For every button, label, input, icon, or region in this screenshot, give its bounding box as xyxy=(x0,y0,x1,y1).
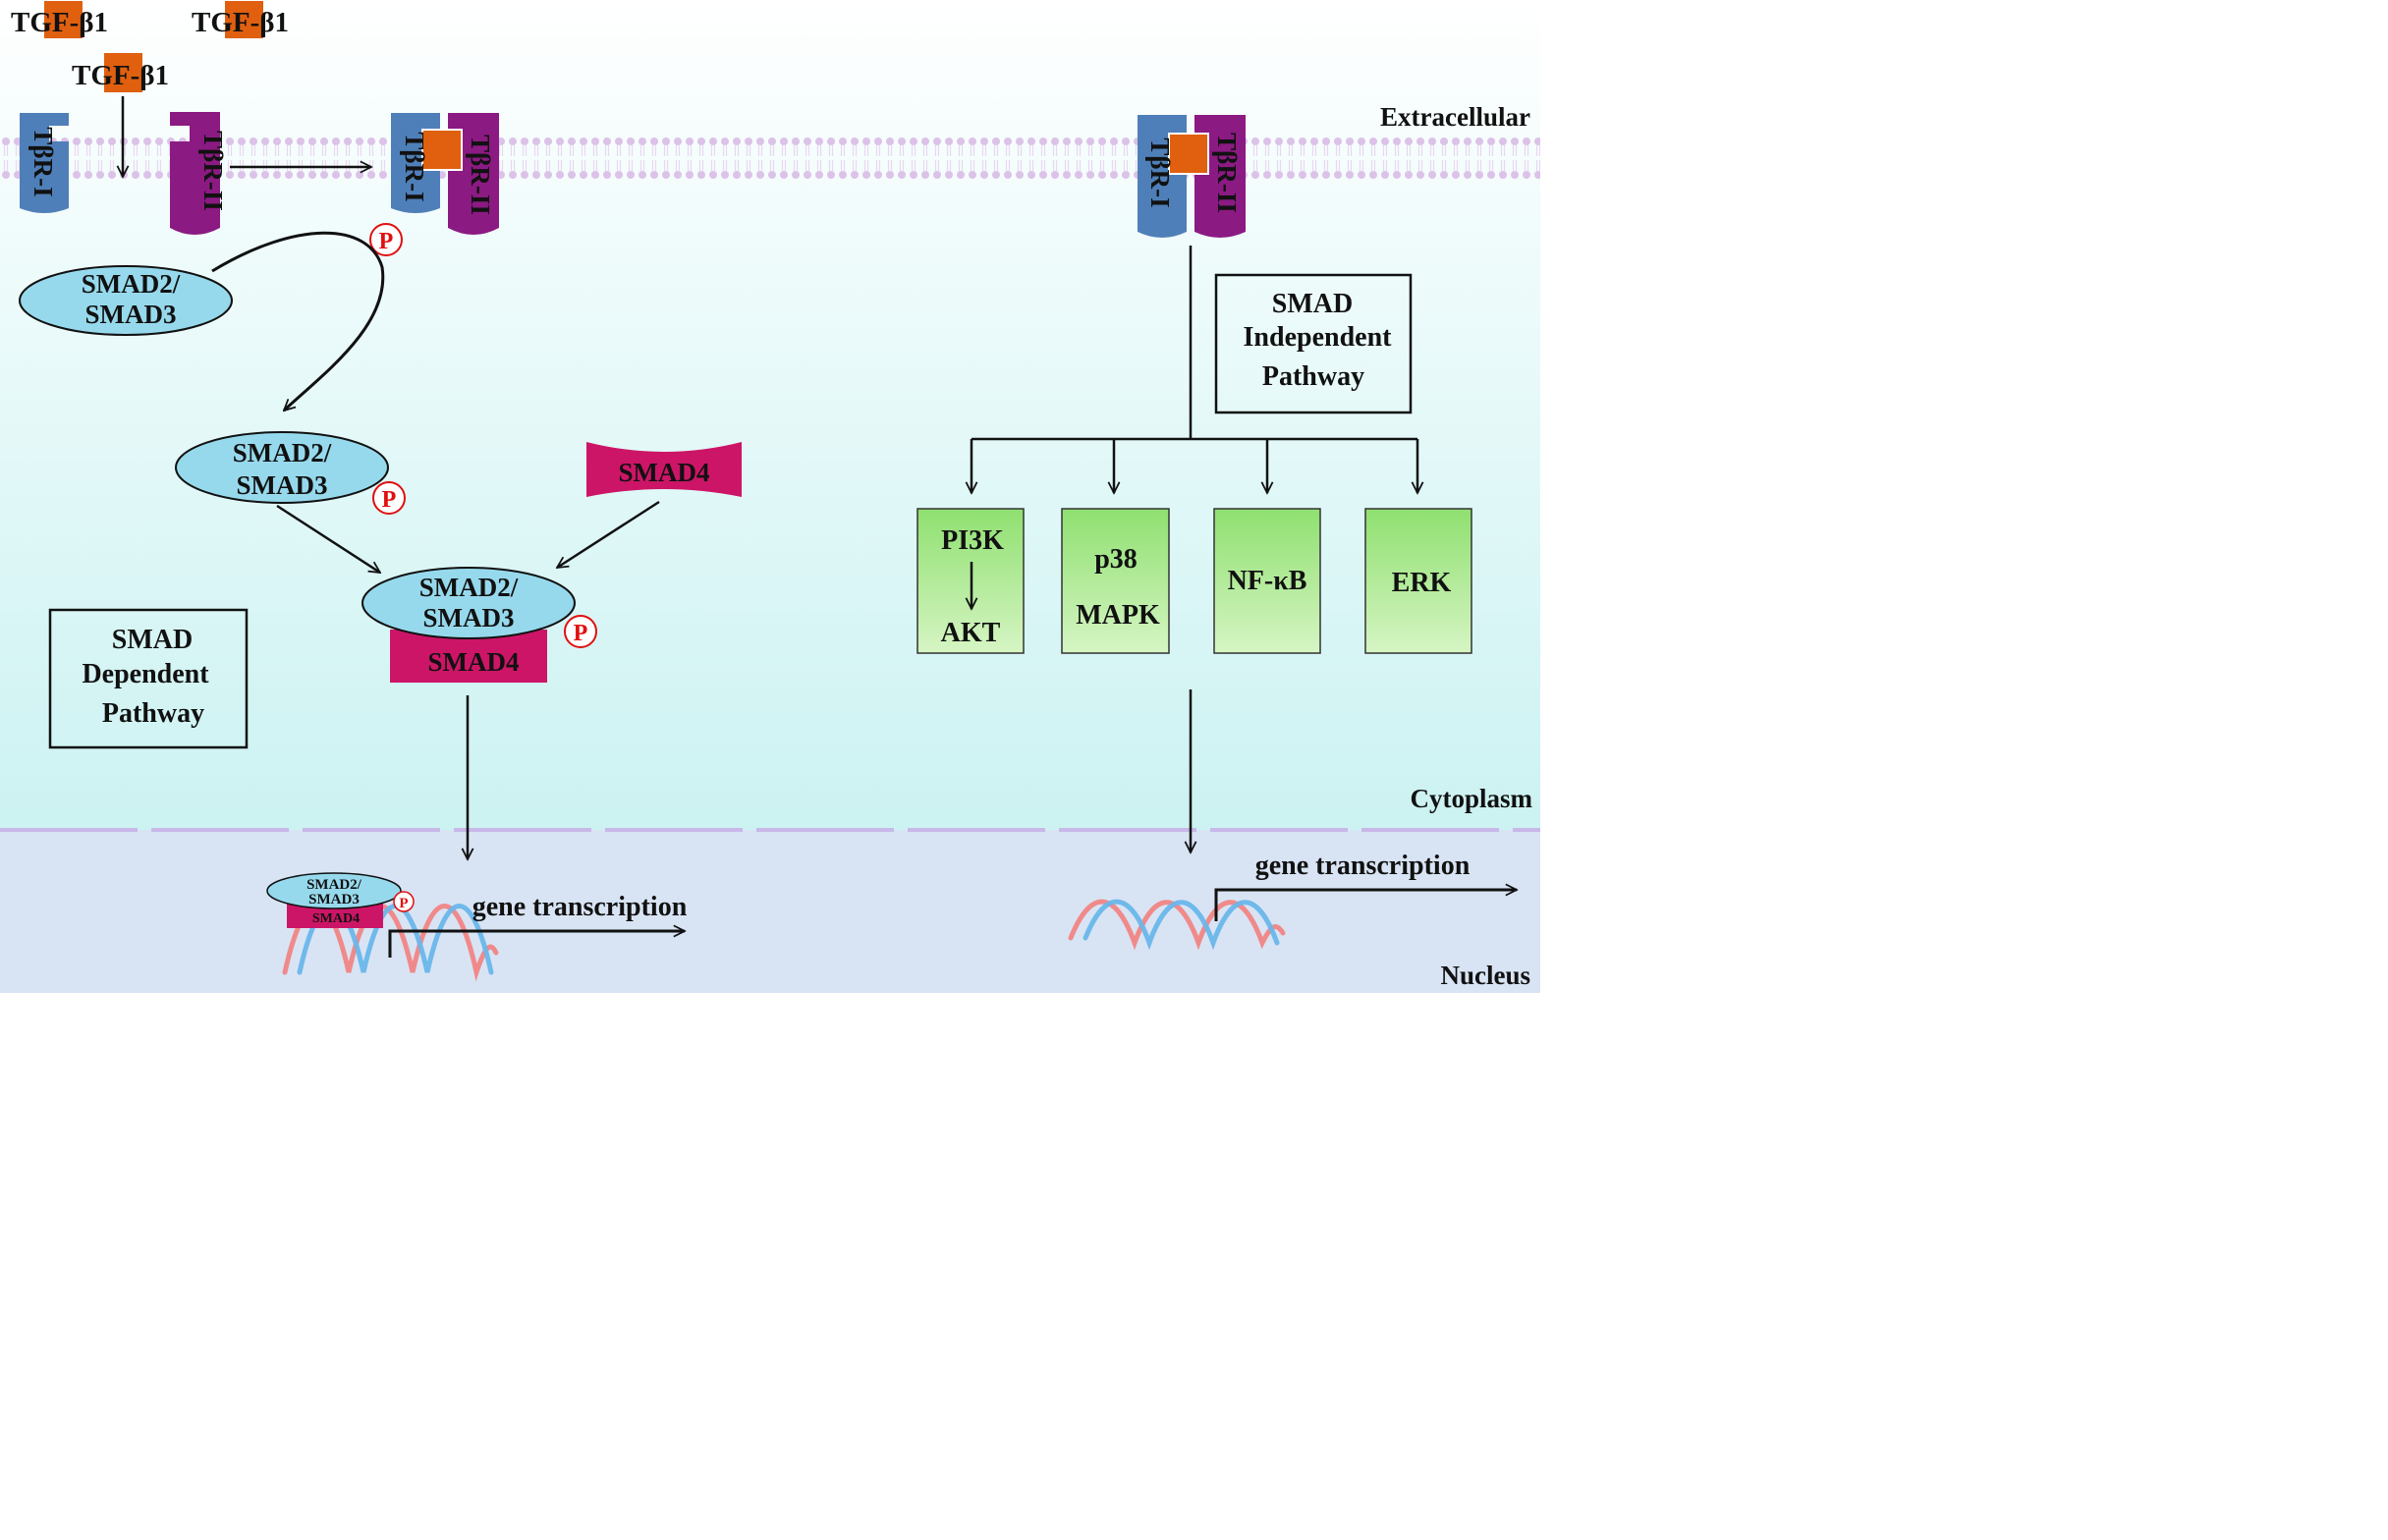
smad-dependent-pathway-box: SMAD Dependent Pathway xyxy=(48,608,249,749)
phosphate-label: P xyxy=(574,621,588,646)
dna-strand-pink xyxy=(1068,899,1286,951)
smad2-smad3-phosphorylated: SMAD2/ SMAD3 P xyxy=(175,431,406,515)
gene-transcription-label-right: gene transcription xyxy=(1255,851,1471,881)
smad4-shape xyxy=(586,442,742,497)
receptor-label: TβR-I xyxy=(28,127,58,196)
tgf-beta-signaling-diagram: Extracellular Cytoplasm Nucleus TGF-β1 T… xyxy=(0,0,1540,993)
smad23-line1: SMAD2/ xyxy=(306,877,362,893)
cytoplasm-background xyxy=(0,0,1540,830)
type1-receptor-label: TβR-I xyxy=(1145,138,1175,207)
tgf-beta1-ligand: TGF-β1 xyxy=(192,1,289,38)
ligand-label: TGF-β1 xyxy=(11,7,108,38)
effector-box xyxy=(1364,508,1472,654)
type1-receptor-unbound: TβR-I xyxy=(20,113,69,213)
pi3k-label: PI3K xyxy=(941,525,1004,556)
type2-receptor-unbound: TβR-II xyxy=(170,112,228,235)
mapk-label: MAPK xyxy=(1076,600,1160,631)
diagram-canvas: Extracellular Cytoplasm Nucleus TGF-β1 T… xyxy=(0,0,1540,993)
smad23-line1: SMAD2/ xyxy=(419,573,519,602)
smad-complex-on-dna: SMAD2/ SMAD3 SMAD4 P xyxy=(266,872,415,928)
receptor-label: TβR-II xyxy=(198,131,228,211)
erk-label: ERK xyxy=(1392,568,1452,598)
nfkb-box: NF-κB xyxy=(1213,508,1321,654)
dna-strand-blue xyxy=(1083,899,1280,951)
pi3k-akt-box: PI3K AKT xyxy=(916,508,1025,654)
smad4-label: SMAD4 xyxy=(619,458,710,487)
receptor-shape xyxy=(20,113,69,213)
transcription-arrow-right xyxy=(1214,890,1517,921)
p38-label: p38 xyxy=(1094,544,1138,575)
p38-mapk-box: p38 MAPK xyxy=(1061,508,1170,654)
nucleus-label: Nucleus xyxy=(1440,961,1530,990)
pathway-line1: SMAD xyxy=(1272,289,1353,319)
phosphate-label: P xyxy=(382,487,397,513)
nucleus-background xyxy=(0,830,1540,993)
tgf-beta1-ligand: TGF-β1 xyxy=(72,53,169,92)
nfkb-label: NF-κB xyxy=(1228,566,1307,596)
ligand-square xyxy=(104,53,142,92)
pathway-line2: Dependent xyxy=(82,659,209,689)
bound-ligand xyxy=(1168,133,1209,175)
cytoplasm-label: Cytoplasm xyxy=(1410,784,1532,813)
receptor-shape xyxy=(170,112,220,235)
extracellular-label: Extracellular xyxy=(1380,102,1530,132)
smad23-line1: SMAD2/ xyxy=(82,269,181,299)
pathway-line3: Pathway xyxy=(102,698,204,729)
pathway-box xyxy=(1214,273,1413,414)
smad4-free: SMAD4 xyxy=(586,442,742,497)
smad23-ellipse xyxy=(19,265,233,336)
smad-independent-pathway-box: SMAD Independent Pathway xyxy=(1214,273,1413,414)
ligand-label: TGF-β1 xyxy=(192,7,289,38)
effector-box xyxy=(1213,508,1321,654)
smad23-ellipse-small xyxy=(266,872,402,909)
type2-receptor-label: TβR-II xyxy=(466,135,495,215)
akt-label: AKT xyxy=(941,618,1001,648)
ligand-square xyxy=(44,1,83,38)
smad4-to-complex-arrow xyxy=(557,500,660,568)
smad23-line2: SMAD3 xyxy=(423,603,515,632)
smad4-label: SMAD4 xyxy=(428,647,520,677)
pathway-box xyxy=(48,608,249,749)
pathway-line2: Independent xyxy=(1244,322,1393,353)
phosphate-circle-small xyxy=(393,891,415,912)
pathway-line3: Pathway xyxy=(1262,361,1364,392)
smad-complex: SMAD2/ SMAD3 SMAD4 P xyxy=(361,567,597,683)
smad23-to-complex-arrow xyxy=(276,504,380,573)
phosphate-label: P xyxy=(379,229,394,254)
smad23-line2: SMAD3 xyxy=(85,300,177,329)
gene-transcription-label-left: gene transcription xyxy=(472,892,688,922)
ligand-square xyxy=(225,1,263,38)
smad23-ellipse xyxy=(175,431,389,504)
smad23-line2: SMAD3 xyxy=(237,470,328,500)
dna-helix-right xyxy=(1068,899,1286,951)
type2-receptor-label: TβR-II xyxy=(1212,133,1242,213)
smad23-line2: SMAD3 xyxy=(308,892,360,908)
smad4-label-small: SMAD4 xyxy=(312,911,360,926)
transcription-arrow-left xyxy=(388,931,685,958)
effector-box xyxy=(1061,508,1170,654)
smad2-smad3-inactive: SMAD2/ SMAD3 xyxy=(19,265,233,336)
smad23-line1: SMAD2/ xyxy=(233,438,332,468)
activated-receptor-complex: TβR-I TβR-II xyxy=(391,113,499,235)
bound-ligand xyxy=(421,129,463,171)
phosphorylation-arrow xyxy=(211,231,385,411)
type1-receptor-label: TβR-I xyxy=(400,132,429,201)
pathway-line1: SMAD xyxy=(112,625,193,655)
phosphate-circle xyxy=(369,223,403,256)
activated-receptor-complex-right: TβR-I TβR-II xyxy=(1138,115,1246,238)
phosphate-circle xyxy=(564,615,597,648)
phosphate-marker: P xyxy=(369,223,403,256)
phosphate-circle xyxy=(372,481,406,515)
smad23-ellipse xyxy=(361,567,576,639)
tgf-beta1-ligand: TGF-β1 xyxy=(11,1,108,38)
ligand-label: TGF-β1 xyxy=(72,60,169,91)
erk-box: ERK xyxy=(1364,508,1472,654)
phosphate-label-small: P xyxy=(399,896,408,911)
plasma-membrane xyxy=(0,138,1540,179)
